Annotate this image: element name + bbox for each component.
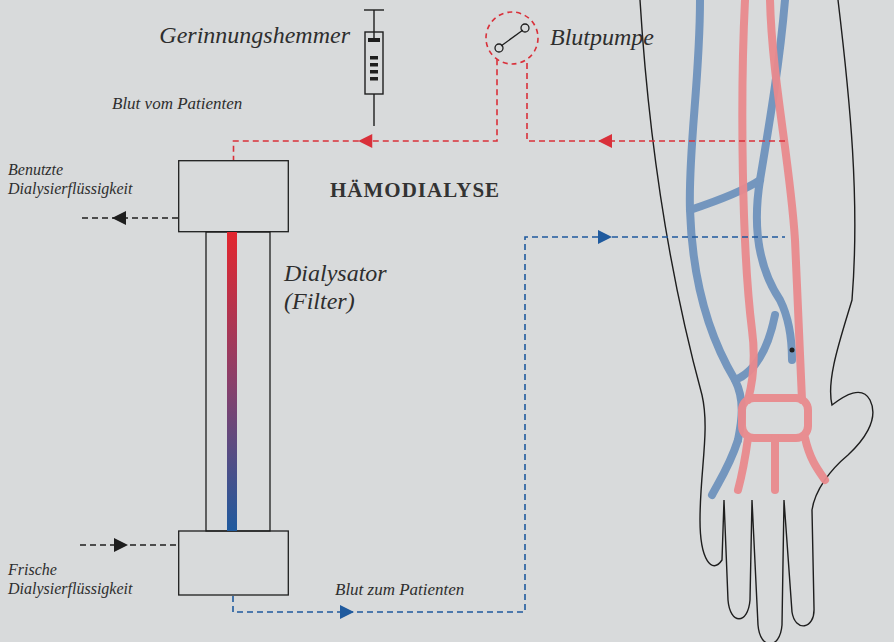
edge-label: Blut vom Patienten bbox=[112, 94, 242, 114]
pump-node: Blutpumpe bbox=[484, 10, 540, 66]
arrow-head bbox=[114, 538, 128, 552]
arrow-head bbox=[598, 230, 612, 244]
arrow-head bbox=[358, 134, 372, 148]
annotation-label: Benutzte Dialysierflüssigkeit bbox=[8, 160, 148, 198]
blood-line-venous bbox=[233, 237, 785, 612]
diagram-title: HÄMODIALYSE bbox=[330, 178, 500, 203]
node-label: Dialysator (Filter) bbox=[284, 260, 402, 315]
node-label: Blutpumpe bbox=[550, 24, 690, 52]
pump-shape bbox=[484, 10, 540, 66]
blood-line-arterial bbox=[527, 62, 785, 141]
arrow-head bbox=[112, 211, 126, 225]
arrow-head bbox=[598, 134, 612, 148]
node-label: Gerinnungshemmer bbox=[100, 22, 350, 50]
dialyzer-shape bbox=[178, 160, 289, 596]
syringe-node: Gerinnungshemmer bbox=[362, 8, 386, 126]
puncture-dot bbox=[790, 348, 795, 353]
dialysate-out-line bbox=[80, 217, 178, 218]
syringe-shape bbox=[362, 8, 386, 126]
arteries bbox=[738, 0, 825, 490]
dialyzer-node: Dialysator (Filter) bbox=[178, 160, 289, 596]
arrow-head bbox=[340, 605, 354, 619]
arm-outline bbox=[640, 0, 873, 642]
annotation-label: Blut zum Patienten bbox=[335, 580, 515, 600]
dialysate-in-line bbox=[80, 544, 178, 545]
annotation-label: Frische Dialysierflüssigkeit bbox=[8, 560, 148, 598]
